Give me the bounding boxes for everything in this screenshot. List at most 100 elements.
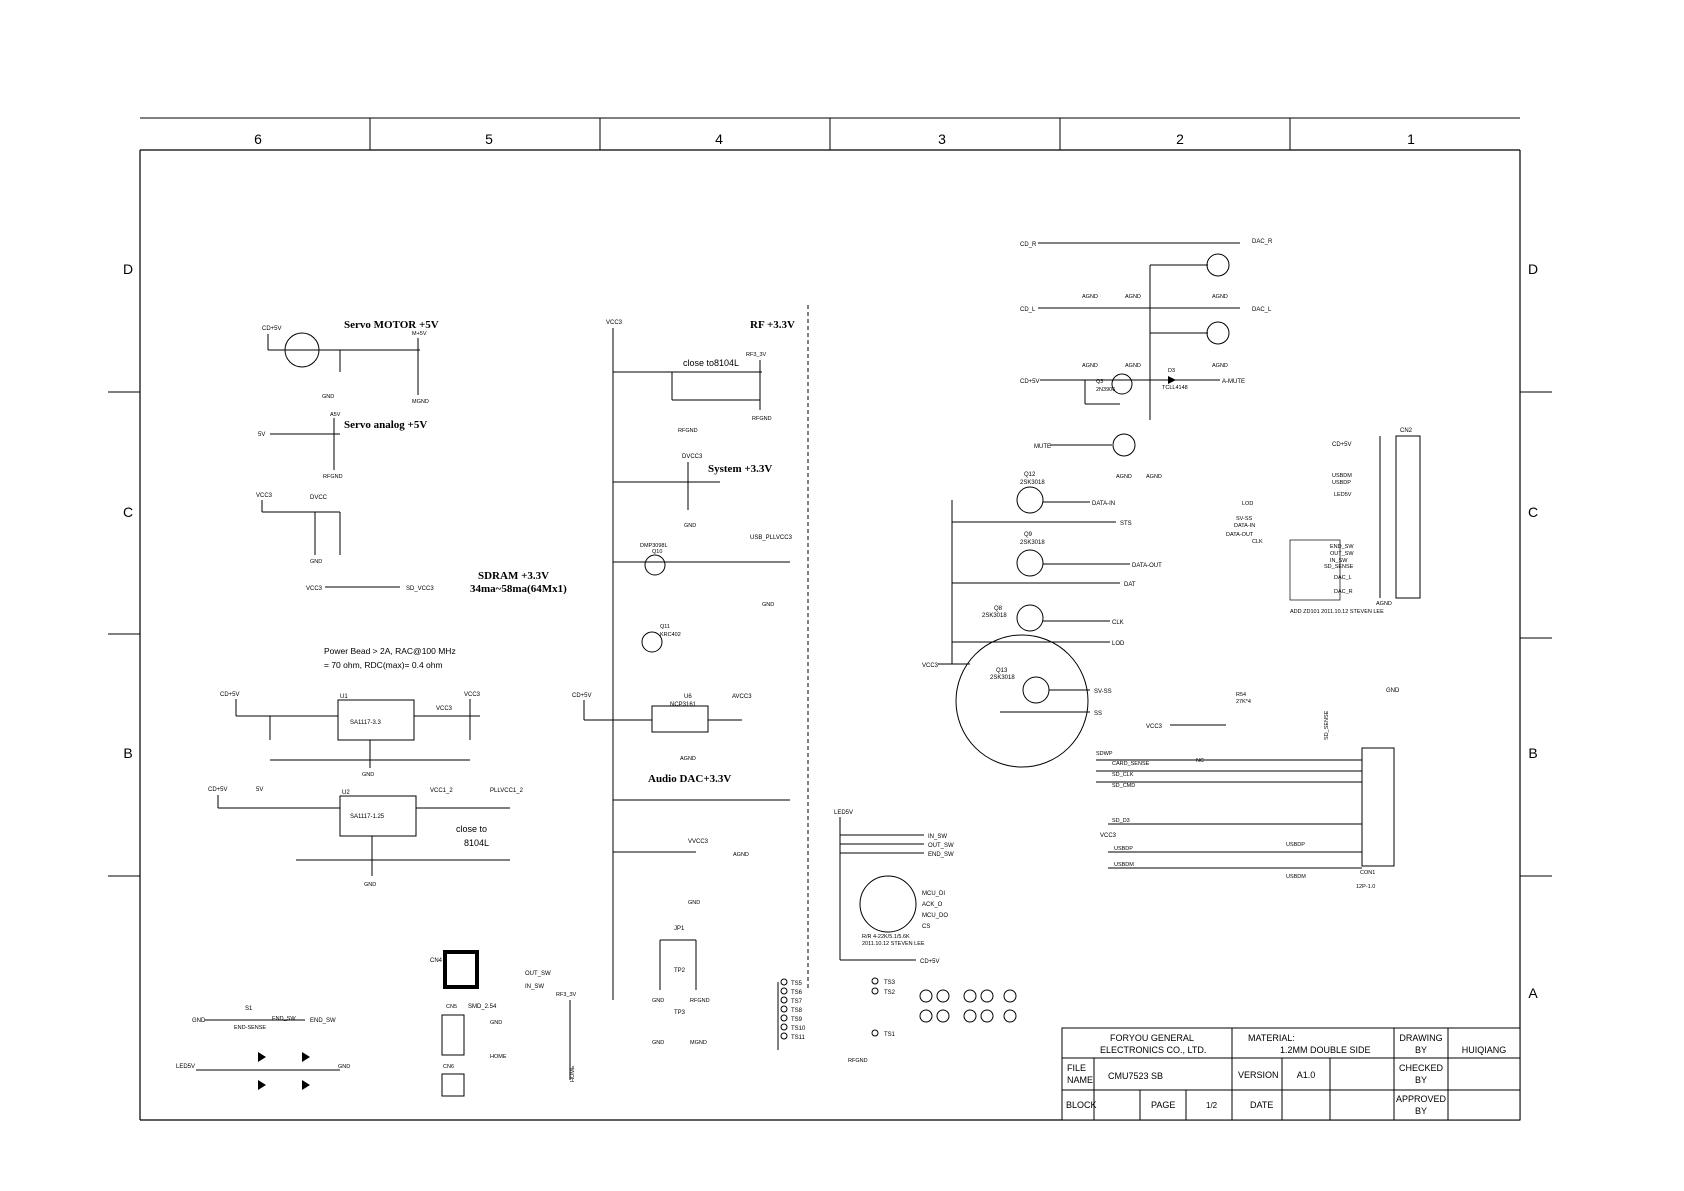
net-cs: CS	[922, 924, 930, 930]
net-usbdm-con1: USBDM	[1114, 862, 1134, 868]
zone-row-d-left: D	[123, 261, 133, 277]
tb-approved-1: APPROVED	[1396, 1094, 1447, 1104]
con1-part: 12P-1.0	[1356, 884, 1375, 890]
servo-analog-block: Servo analog +5V 5V A5V RFGND	[258, 412, 427, 480]
q12-part: 2SK3018	[1020, 480, 1045, 486]
zone-row-a-right: A	[1528, 985, 1538, 1001]
switch-led-block: GND S1 END-SENSE END_SW END_SW LED5V GND	[176, 1006, 350, 1090]
jumper-block: JP1 TP2 GND RFGND TP3 GND MGND RF3_3V HO…	[556, 926, 710, 1082]
u1-ref: U1	[340, 694, 348, 700]
ts6: TS6	[791, 990, 803, 996]
net-rfgnd-jp: RFGND	[690, 998, 710, 1004]
u1-regulator-block: CD+5V U1 SA1117-3.3 VCC3 VCC3 GND	[220, 692, 481, 778]
net-sd-sense-cn2: SD_SENSE	[1324, 564, 1354, 570]
cn2-connector-block: CN2 CD+5V USBDM USBDP LED5V LOD SV-SS DA…	[1226, 428, 1421, 615]
net-in-sw-cn2: IN_SW	[1330, 558, 1348, 564]
net-gnd-u2: GND	[364, 882, 376, 888]
net-agnd-mute2: AGND	[1146, 474, 1162, 480]
u2-ref: U2	[342, 790, 350, 796]
u1-part: SA1117-3.3	[350, 720, 381, 726]
mount-hole	[1003, 1009, 1017, 1023]
con1-sd-block: GND R54 27K*4 VCC3 SD_SENSE CON1 12P-1.0…	[1096, 688, 1400, 890]
connector-cn4-block: CN4 OUT_SW IN_SW CN5 SMD_2.54 GND HOME C…	[430, 950, 551, 1097]
q13-part: 2SK3018	[990, 675, 1015, 681]
zone-col-2: 2	[1176, 131, 1184, 147]
net-ss: SS	[1094, 711, 1102, 717]
con1-ref: CON1	[1360, 870, 1375, 876]
usb-pll-block: USB_PLLVCC3 Q10 DMP3098L Q11 KRC402 GND	[613, 535, 793, 653]
mount-hole	[963, 1009, 977, 1023]
tb-file-name: CMU7523 SB	[1108, 1071, 1163, 1081]
net-rf33v: RF3_3V	[746, 352, 767, 358]
net-out-sw-cn4: OUT_SW	[525, 971, 551, 977]
net-usbdm-cn2: USBDM	[1332, 473, 1352, 479]
net-sd-vcc3: SD_VCC3	[406, 586, 434, 592]
tb-date-label: DATE	[1250, 1100, 1273, 1110]
net-cd5v-key: CD+5V	[920, 959, 940, 965]
d3-ref: D3	[1168, 368, 1175, 374]
q11-part: KRC402	[660, 632, 681, 638]
net-cd5v-1: CD+5V	[262, 326, 282, 332]
net-vcc3-u1b: VCC3	[464, 692, 481, 698]
net-vcc3-u1: VCC3	[436, 706, 453, 712]
net-sd-sense-con1: SD_SENSE	[1324, 710, 1330, 740]
net-cd5v-u6: CD+5V	[572, 693, 592, 699]
net-mcu-di: MCU_DI	[922, 891, 945, 897]
net-sv-ss-cn2: SV-SS	[1236, 516, 1253, 522]
led-d4	[258, 1052, 266, 1062]
net-agnd-u6: AGND	[680, 756, 696, 762]
net-cd5v-u1: CD+5V	[220, 692, 240, 698]
keypad-block: LED5V IN_SW OUT_SW END_SW MCU_DI ACK_O M…	[834, 810, 954, 965]
q11-transistor	[641, 631, 663, 653]
net-gnd-usbpll: GND	[762, 602, 774, 608]
net-cd-l: CD_L	[1020, 307, 1036, 313]
tb-version-label: VERSION	[1238, 1070, 1279, 1080]
q-mute-2	[1112, 433, 1136, 457]
tb-drawing-by-2: BY	[1415, 1045, 1427, 1055]
heading-system: System +3.3V	[708, 463, 772, 475]
net-end-sw-key: END_SW	[928, 852, 954, 858]
net-a-mute: A-MUTE	[1222, 379, 1245, 385]
net-out-sw-cn2: OUT_SW	[1330, 551, 1354, 557]
level-shifter-block: Q12 2SK3018 DATA-IN STS Q9 2SK3018 DATA-…	[922, 472, 1162, 768]
zone-ruler: 6 5 4 3 2 1 D C B D C B A	[108, 117, 1552, 1121]
audio-output-block: CD_R DAC_R AGND AGND AGND CD_L DAC_L AGN…	[1020, 239, 1273, 480]
tb-checked-1: CHECKED	[1399, 1063, 1444, 1073]
zone-col-5: 5	[485, 131, 493, 147]
note-power-bead-1: Power Bead > 2A, RAC@100 MHz	[324, 646, 456, 656]
tb-file-2: NAME	[1067, 1075, 1093, 1085]
net-a5v: A5V	[330, 412, 341, 418]
net-home: HOME	[570, 1065, 576, 1082]
net-end-sense: END-SENSE	[234, 1025, 266, 1031]
mounting-holes	[919, 989, 1017, 1023]
net-gnd-dvcc: GND	[310, 559, 322, 565]
net-end-sw-cn2: END_SW	[1330, 544, 1354, 550]
net-dac-r-cn2: DAC_R	[1334, 589, 1353, 595]
cn4-body	[443, 950, 479, 989]
zone-row-b-left: B	[123, 745, 132, 761]
mcu-bus-highlight	[859, 875, 917, 933]
net-vcc3-rf: VCC3	[606, 320, 623, 326]
q-mute	[1111, 373, 1133, 395]
net-agnd-r2: AGND	[1125, 294, 1141, 300]
con1-body	[1361, 747, 1395, 867]
net-avcc3: AVCC3	[732, 694, 752, 700]
heading-sdram: SDRAM +3.3V	[478, 570, 549, 582]
cn5-body	[441, 1014, 465, 1056]
net-nc: NC	[1196, 758, 1204, 764]
net-gnd-led: GND	[338, 1064, 350, 1070]
zone-col-3: 3	[938, 131, 946, 147]
net-clk: CLK	[1112, 620, 1124, 626]
note-power-bead-2: = 70 ohm, RDC(max)= 0.4 ohm	[324, 660, 443, 670]
net-agnd-cn2: AGND	[1376, 601, 1392, 607]
net-gnd-tp3: GND	[652, 1040, 664, 1046]
led-d1	[258, 1080, 266, 1090]
tb-block: BLOCK	[1066, 1100, 1097, 1110]
note-rr-1: R/R 4-22K/5.1/5.6K	[862, 934, 910, 940]
net-rfgnd-ts: RFGND	[848, 1058, 868, 1064]
net-agnd-dac: AGND	[733, 852, 749, 858]
tb-drawer: HUIQIANG	[1462, 1045, 1507, 1055]
ts7: TS7	[791, 999, 803, 1005]
net-dac-r: DAC_R	[1252, 239, 1273, 245]
